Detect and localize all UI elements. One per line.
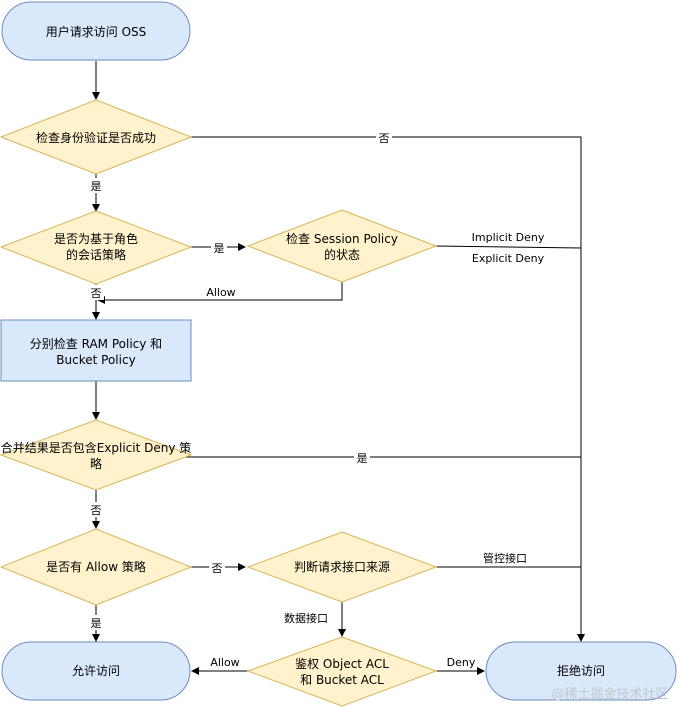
merge-no-label: 否	[91, 504, 102, 517]
merge-yes-label: 是	[357, 452, 368, 465]
auth-decision: 检查身份验证是否成功	[0, 99, 193, 175]
merge-label-line1: 合并结果是否包含Explicit Deny 策	[1, 440, 192, 455]
edge-labels: 否 是 是 Implicit Deny Explicit Deny Allow …	[88, 130, 545, 669]
explicit-deny-label: Explicit Deny	[472, 252, 545, 265]
auth-label: 检查身份验证是否成功	[36, 130, 156, 145]
source-label: 判断请求接口来源	[294, 559, 390, 574]
merge-label-line2: 略	[90, 456, 102, 471]
auth-no-label: 否	[379, 132, 390, 145]
reject-node: 拒绝访问	[485, 641, 677, 701]
implicit-deny-label: Implicit Deny	[472, 231, 545, 244]
permit-node: 允许访问	[1, 641, 191, 701]
start-node: 用户请求访问 OSS	[1, 1, 191, 61]
role-no-label: 否	[91, 287, 102, 300]
allow-decision: 是否有 Allow 策略	[0, 528, 193, 606]
merge-decision: 合并结果是否包含Explicit Deny 策 略	[0, 419, 193, 491]
mgmt-api-label: 管控接口	[483, 551, 527, 565]
acl-decision: 鉴权 Object ACL 和 Bucket ACL	[246, 636, 438, 707]
allow-yes-label: 是	[91, 617, 102, 630]
session-allow-label: Allow	[206, 286, 235, 299]
acl-label-line1: 鉴权 Object ACL	[295, 657, 389, 671]
ram-process: 分别检查 RAM Policy 和 Bucket Policy	[0, 319, 192, 382]
role-label-line2: 的会话策略	[66, 247, 126, 262]
watermark: @稀土掘金技术社区	[551, 686, 668, 702]
data-api-label: 数据接口	[284, 611, 328, 625]
allow-label: 是否有 Allow 策略	[46, 559, 146, 574]
edge-session-allow	[97, 281, 343, 304]
session-label-line2: 的状态	[324, 247, 360, 262]
session-decision: 检查 Session Policy 的状态	[246, 209, 438, 283]
session-label-line1: 检查 Session Policy	[286, 231, 398, 246]
acl-deny-label: Deny	[447, 656, 476, 669]
acl-allow-label: Allow	[210, 656, 239, 669]
edge-auth-no-reject	[191, 136, 585, 642]
source-decision: 判断请求接口来源	[246, 531, 438, 603]
allow-no-label: 否	[212, 562, 223, 575]
edge-session-deny	[434, 245, 582, 249]
role-decision: 是否为基于角色 的会话策略	[0, 210, 193, 285]
ram-label-line2: Bucket Policy	[56, 353, 135, 367]
reject-label: 拒绝访问	[557, 663, 605, 678]
role-yes-label: 是	[214, 242, 225, 255]
role-label-line1: 是否为基于角色	[54, 232, 138, 246]
acl-label-line2: 和 Bucket ACL	[300, 673, 384, 687]
auth-yes-label: 是	[91, 180, 102, 193]
permit-label: 允许访问	[72, 663, 120, 678]
ram-label-line1: 分别检查 RAM Policy 和	[30, 336, 162, 351]
start-label: 用户请求访问 OSS	[46, 24, 147, 39]
